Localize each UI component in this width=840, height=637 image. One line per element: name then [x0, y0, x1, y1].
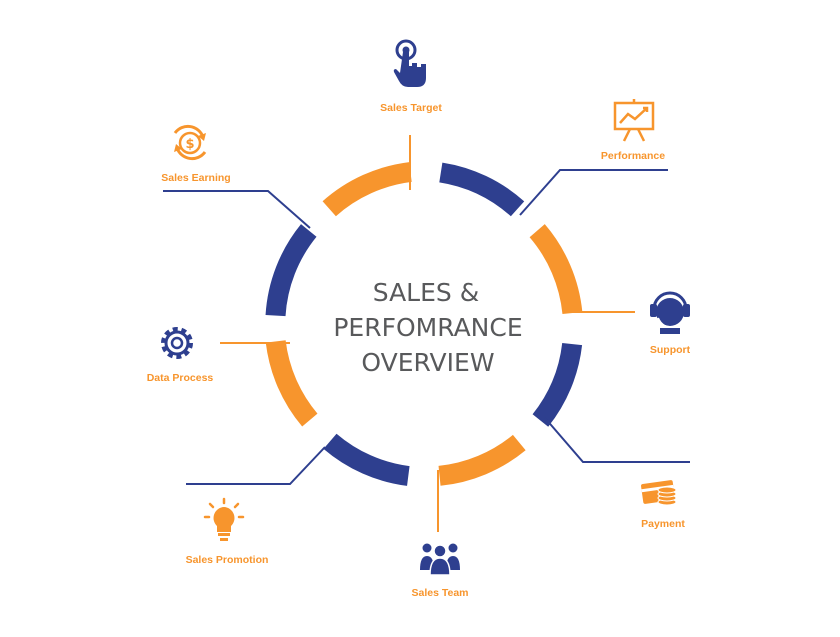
node-payment: Payment: [641, 480, 685, 530]
node-sales-target: Sales Target: [380, 39, 442, 114]
connector-performance: [519, 169, 668, 216]
center-title-line-1: SALES &: [373, 278, 479, 307]
payment-label: Payment: [641, 518, 685, 530]
ring-segment-left-lower: [265, 340, 318, 427]
sales-promotion-label: Sales Promotion: [186, 554, 269, 566]
node-sales-promotion: Sales Promotion: [186, 497, 269, 566]
connectors: [163, 135, 690, 532]
ring-segment-top-right: [439, 162, 525, 217]
ring-segment-bottom-left: [323, 433, 410, 486]
node-sales-team: Sales Team: [411, 543, 469, 599]
card-coins-icon: [641, 480, 677, 506]
support-label: Support: [650, 344, 691, 356]
ring-segment-bottom-right: [438, 434, 526, 486]
node-performance: Performance: [601, 99, 665, 162]
data-process-label: Data Process: [147, 372, 214, 384]
headset-icon: [650, 291, 690, 334]
dollar-cycle-icon: $: [173, 124, 207, 161]
lightbulb-icon: [203, 497, 245, 541]
connector-sales-promotion: [186, 446, 326, 485]
ring: [265, 162, 583, 486]
node-data-process: Data Process: [147, 327, 214, 384]
connector-payment: [544, 417, 690, 463]
ring-segment-top-left: [322, 162, 412, 217]
center-title: SALES & PERFOMRANCE OVERVIEW: [333, 278, 522, 377]
center-title-line-2: PERFOMRANCE: [333, 313, 522, 342]
presentation-chart-icon: [613, 99, 655, 142]
ring-segment-right-upper: [529, 224, 583, 315]
ring-segment-right-lower: [532, 342, 583, 427]
sales-target-label: Sales Target: [380, 102, 442, 114]
node-support: Support: [650, 291, 691, 356]
ring-segment-left-upper: [265, 224, 317, 317]
center-title-line-3: OVERVIEW: [361, 348, 494, 377]
node-sales-earning: $ Sales Earning: [161, 124, 231, 184]
people-group-icon: [420, 543, 460, 576]
svg-text:$: $: [185, 137, 194, 152]
connector-sales-earning: [163, 190, 311, 229]
performance-label: Performance: [601, 150, 665, 162]
touch-hand-icon: [393, 39, 426, 87]
sales-team-label: Sales Team: [411, 587, 468, 599]
sales-earning-label: Sales Earning: [161, 172, 230, 184]
gear-icon: [161, 327, 193, 359]
